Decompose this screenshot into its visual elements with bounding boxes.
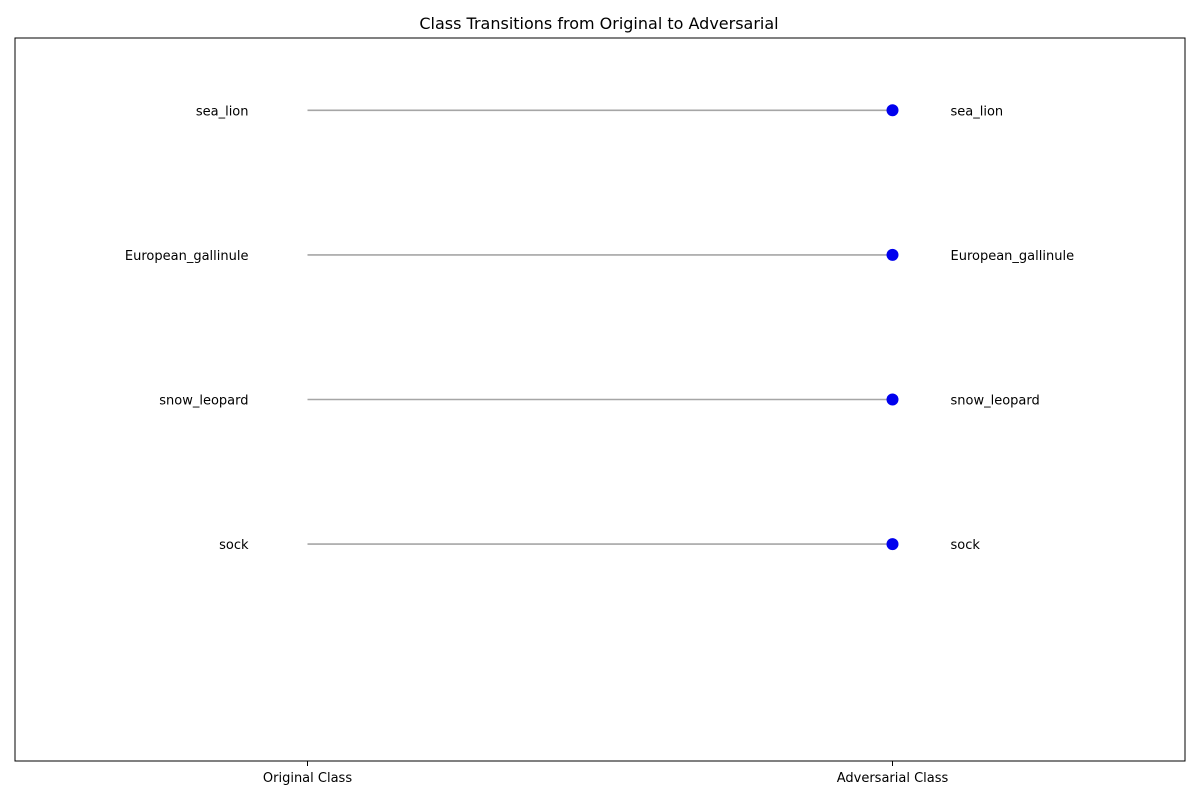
adversarial-class-label: sea_lion bbox=[951, 104, 1004, 119]
original-class-label: sea_lion bbox=[196, 104, 249, 119]
x-tick-label: Original Class bbox=[263, 771, 352, 786]
adversarial-point bbox=[886, 104, 899, 117]
x-tick-label: Adversarial Class bbox=[837, 771, 949, 786]
adversarial-class-label: snow_leopard bbox=[951, 394, 1040, 409]
chart-title: Class Transitions from Original to Adver… bbox=[419, 14, 778, 33]
adversarial-point bbox=[886, 538, 899, 551]
adversarial-class-label: European_gallinule bbox=[951, 249, 1075, 264]
adversarial-point bbox=[886, 393, 899, 406]
x-axis: Original Class Adversarial Class bbox=[263, 761, 949, 786]
adversarial-point bbox=[886, 248, 899, 261]
adversarial-class-label: sock bbox=[951, 538, 981, 553]
original-class-label: sock bbox=[219, 538, 249, 553]
original-class-label: European_gallinule bbox=[125, 249, 249, 264]
plot-frame bbox=[14, 37, 1186, 762]
original-class-label: snow_leopard bbox=[159, 394, 248, 409]
